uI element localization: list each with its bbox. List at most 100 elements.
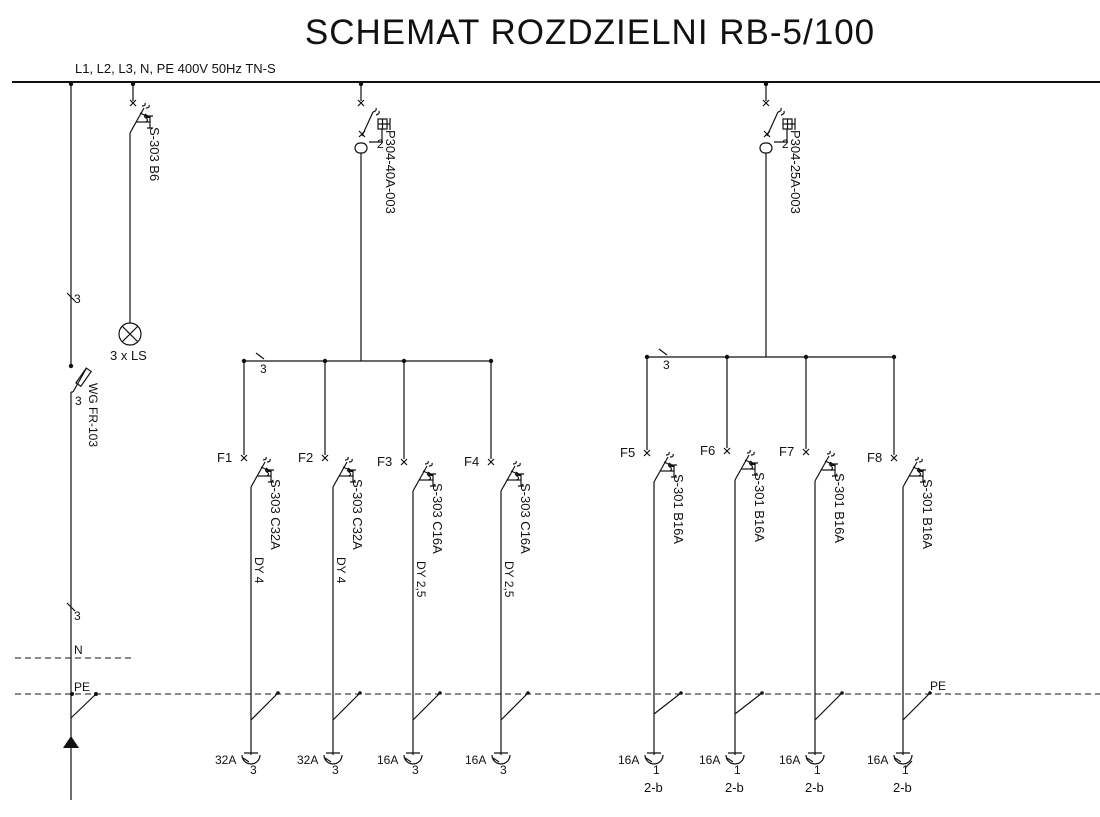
- socket-icon: [725, 752, 745, 765]
- socket-type: 2-b: [805, 780, 824, 795]
- socket-icon: [805, 752, 825, 765]
- circuit-breaker-icon: [902, 456, 926, 488]
- rcd-coil-icon: [354, 142, 368, 154]
- circuit-breaker-icon: [653, 451, 677, 483]
- pe-contact: [902, 692, 931, 721]
- pe-contact: [70, 693, 97, 719]
- circuit-id: F1: [217, 450, 232, 465]
- socket-poles: 1: [653, 763, 660, 777]
- socket-poles: 3: [250, 763, 257, 777]
- socket-rating: 16A: [779, 753, 800, 767]
- circuit-id: F6: [700, 443, 715, 458]
- cable-label: DY 4: [252, 557, 266, 584]
- circuit-breaker-icon: [129, 102, 153, 134]
- circuit-breaker-icon: [412, 460, 436, 492]
- main-feed: 3 3 WG FR-103 3: [63, 81, 100, 800]
- cable-label: DY 2,5: [414, 561, 428, 598]
- rcd-poles: 2: [377, 137, 384, 151]
- socket-rating: 16A: [377, 753, 398, 767]
- pe-right-label: PE: [930, 679, 946, 693]
- breaker-label: S-301 B16A: [832, 473, 847, 543]
- conductor-tick: [658, 348, 668, 356]
- disconnect-x-icon: [357, 99, 365, 107]
- socket-icon: [403, 752, 423, 765]
- bus-conductors-count: 3: [663, 358, 670, 372]
- pe-contact: [250, 692, 279, 721]
- socket-rating: 16A: [618, 753, 639, 767]
- pe-label: PE: [74, 680, 90, 694]
- disconnect-x-icon: [487, 458, 495, 466]
- conductor-tick: [66, 602, 76, 612]
- n-label: N: [74, 643, 83, 657]
- circuit-breaker-icon: [500, 460, 524, 492]
- disconnect-x-icon: [723, 447, 731, 455]
- socket-poles: 3: [412, 763, 419, 777]
- breaker-label: S-301 B16A: [920, 479, 935, 549]
- circuit-id: F2: [298, 450, 313, 465]
- conductor-tick: [255, 352, 265, 360]
- lighting-breaker-label: S-303 B6: [147, 127, 162, 181]
- circuit-breaker-icon: [332, 456, 356, 488]
- breaker-label: S-303 C16A: [518, 483, 533, 554]
- socket-rating: 32A: [297, 753, 318, 767]
- rcd-icon: [759, 107, 796, 154]
- disconnect-x-icon: [129, 99, 137, 107]
- socket-poles: 1: [902, 763, 909, 777]
- socket-poles: 3: [500, 763, 507, 777]
- breaker-label: S-303 C16A: [430, 483, 445, 554]
- rcd-coil-icon: [759, 142, 773, 154]
- breaker-label: S-301 B16A: [671, 474, 686, 544]
- schematic-title: SCHEMAT ROZDZIELNI RB-5/100: [305, 13, 875, 52]
- fuse-poles: 3: [75, 394, 82, 408]
- socket-poles: 1: [814, 763, 821, 777]
- conductors-top-count: 3: [74, 292, 81, 306]
- rcd-label: P304-40A-003: [383, 130, 398, 214]
- supply-label: L1, L2, L3, N, PE 400V 50Hz TN-S: [75, 61, 276, 76]
- disconnect-x-icon: [802, 448, 810, 456]
- lighting-branch: 3 x LS S-303 B6: [110, 81, 162, 363]
- conductor-tick: [66, 292, 76, 302]
- breaker-label: S-303 C32A: [268, 479, 283, 550]
- socket-icon: [491, 752, 511, 765]
- pe-contact: [412, 692, 441, 721]
- disconnect-x-icon: [762, 99, 770, 107]
- circuit-f7: F7S-301 B16A 16A 1 2-b: [779, 354, 847, 795]
- socket-icon: [644, 752, 664, 765]
- socket-rating: 16A: [699, 753, 720, 767]
- pe-contact: [814, 692, 843, 721]
- disconnect-x-icon: [400, 458, 408, 466]
- socket-type: 2-b: [725, 780, 744, 795]
- cable-label: DY 2,5: [502, 561, 516, 598]
- socket-rating: 16A: [867, 753, 888, 767]
- breaker-label: S-301 B16A: [752, 472, 767, 542]
- disconnect-x-icon: [643, 449, 651, 457]
- socket-rating: 16A: [465, 753, 486, 767]
- circuit-id: F7: [779, 444, 794, 459]
- lamp-icon: [118, 322, 142, 346]
- socket-type: 2-b: [893, 780, 912, 795]
- circuit-id: F5: [620, 445, 635, 460]
- socket-poles: 3: [332, 763, 339, 777]
- circuit-breaker-icon: [734, 449, 758, 481]
- circuit-id: F3: [377, 454, 392, 469]
- conductors-bottom-count: 3: [74, 609, 81, 623]
- pe-contact: [500, 692, 529, 721]
- circuit-id: F4: [464, 454, 479, 469]
- pe-contact: [653, 692, 682, 715]
- disconnect-x-icon: [240, 454, 248, 462]
- breaker-label: S-303 C32A: [350, 479, 365, 550]
- fuse-label: WG FR-103: [86, 383, 100, 447]
- bus-conductors-count: 3: [260, 362, 267, 376]
- lamp-label: 3 x LS: [110, 348, 147, 363]
- socket-rating: 32A: [215, 753, 236, 767]
- cable-label: DY 4: [334, 557, 348, 584]
- supply-arrow-icon: [63, 736, 79, 748]
